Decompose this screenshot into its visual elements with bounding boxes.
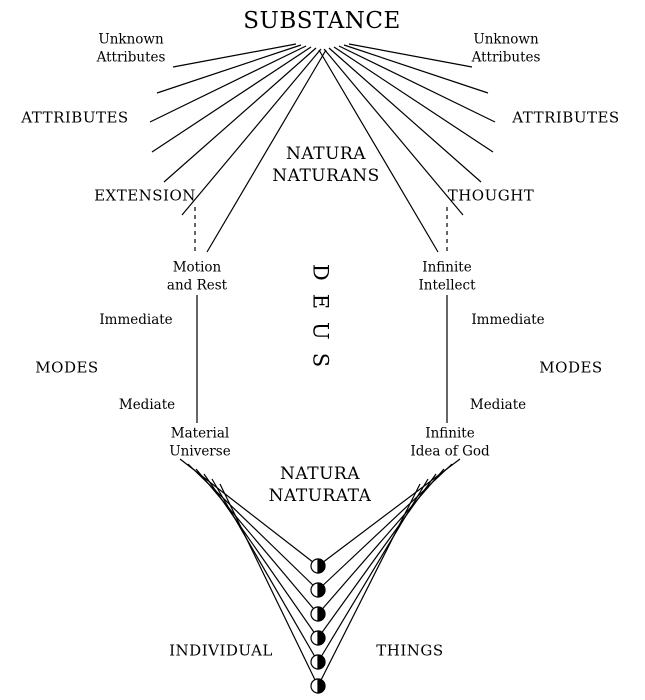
attributes-right-label: ATTRIBUTES <box>512 108 620 127</box>
individual-thing-node <box>310 654 326 670</box>
label-line: NATURATA <box>268 486 372 506</box>
label-line: Idea of God <box>410 443 490 459</box>
infinite-idea-of-god-label: Infinite Idea of God <box>410 425 489 460</box>
dashed-connectors <box>194 207 448 253</box>
label-line: Infinite <box>425 425 475 442</box>
label-line: and Rest <box>166 277 228 293</box>
extension-label: EXTENSION <box>94 186 196 205</box>
fan-lines-left <box>149 43 327 253</box>
modes-right-label: MODES <box>539 358 603 377</box>
unknown-attributes-right-label: Unknown Attributes <box>472 31 541 66</box>
individual-thing-node <box>310 606 326 622</box>
label-line: Universe <box>169 443 231 459</box>
label-line: NATURANS <box>272 166 380 186</box>
label-line: Material <box>170 425 230 442</box>
bottom-fan-left <box>179 458 319 687</box>
individual-thing-node <box>310 678 326 694</box>
immediate-left-label: Immediate <box>99 312 173 329</box>
attributes-left-label: ATTRIBUTES <box>21 108 129 127</box>
infinite-intellect-label: Infinite Intellect <box>418 259 475 294</box>
label-line: Attributes <box>471 49 541 65</box>
thought-label: THOUGHT <box>447 186 535 205</box>
substance-label: SUBSTANCE <box>243 8 401 35</box>
natura-naturans-label: NATURA NATURANS <box>272 143 380 187</box>
material-universe-label: Material Universe <box>169 425 230 460</box>
individual-label: INDIVIDUAL <box>169 641 273 660</box>
label-line: Unknown <box>98 31 164 48</box>
modes-left-label: MODES <box>35 358 99 377</box>
immediate-right-label: Immediate <box>471 312 545 329</box>
individual-thing-node <box>310 558 326 574</box>
label-line: Unknown <box>473 31 539 48</box>
label-line: Motion <box>172 259 222 276</box>
label-line: NATURA <box>286 143 366 164</box>
bottom-fan-right <box>317 458 461 687</box>
label-line: NATURA <box>280 463 360 484</box>
individual-thing-node <box>310 582 326 598</box>
label-line: Attributes <box>96 49 166 65</box>
things-label: THINGS <box>376 641 444 660</box>
label-line: Infinite <box>422 259 472 276</box>
natura-naturata-label: NATURA NATURATA <box>269 463 372 507</box>
individual-thing-node <box>310 630 326 646</box>
label-line: Intellect <box>418 277 476 293</box>
individual-thing-nodes <box>310 558 326 694</box>
motion-and-rest-label: Motion and Rest <box>167 259 227 294</box>
deus-label: DEUS <box>308 263 333 381</box>
fan-lines-right <box>318 43 496 253</box>
mode-chain-lines <box>196 295 448 423</box>
mediate-left-label: Mediate <box>118 397 176 414</box>
unknown-attributes-left-label: Unknown Attributes <box>97 31 166 66</box>
mediate-right-label: Mediate <box>469 397 527 414</box>
